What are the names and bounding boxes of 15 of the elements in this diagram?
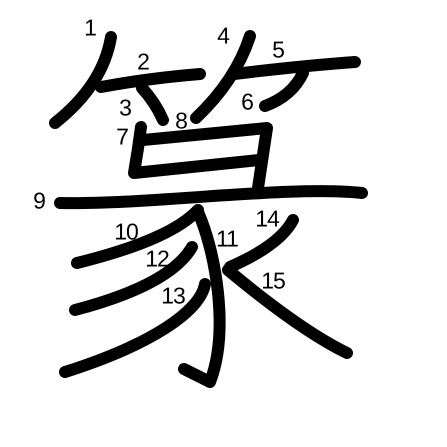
stroke-number: 9: [33, 190, 45, 212]
stroke-number: 14: [255, 208, 279, 230]
stroke-number: 4: [217, 24, 229, 48]
stroke-number: 6: [241, 90, 253, 114]
stroke-number: 15: [261, 270, 285, 292]
stroke-number: 11: [216, 228, 238, 250]
stroke-number: 7: [116, 126, 128, 148]
stroke-number: 2: [137, 50, 149, 74]
stroke-number: 10: [114, 220, 138, 244]
stroke-number: 5: [272, 38, 284, 62]
stroke-number: 1: [84, 16, 96, 40]
stroke-number: 3: [119, 96, 131, 120]
stroke-number: 8: [175, 110, 187, 132]
stroke-number: 12: [145, 248, 169, 270]
stroke-number: 13: [161, 284, 185, 308]
